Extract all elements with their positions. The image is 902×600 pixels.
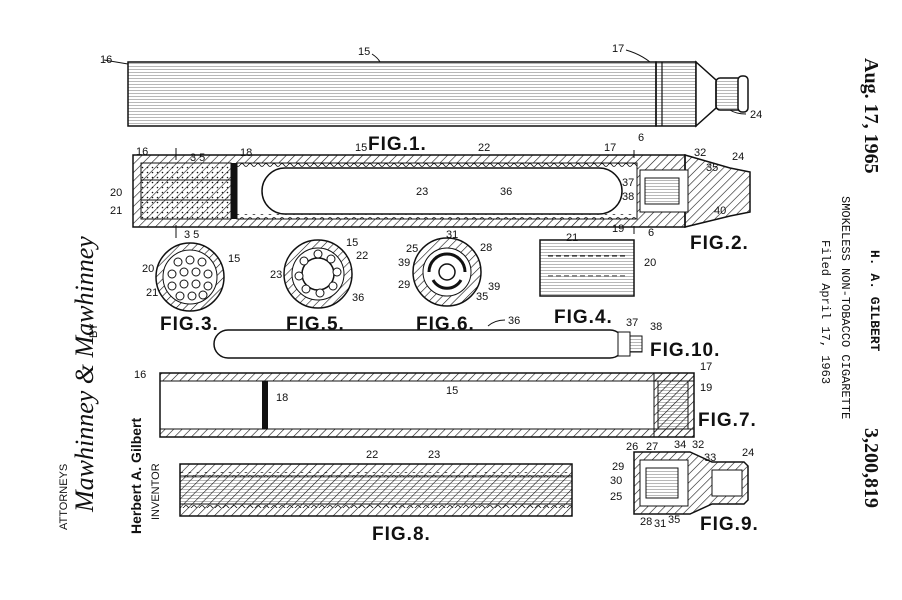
inventor-name: Herbert A. Gilbert: [128, 417, 144, 534]
ref-21-fig4: 21: [566, 232, 578, 244]
ref-35-fig2: 35: [706, 162, 718, 174]
ref-15-fig5: 15: [346, 237, 358, 249]
ref-6-top: 6: [638, 132, 644, 144]
ref-31-fig9: 31: [654, 518, 666, 530]
fig2-label: FIG.2.: [690, 233, 749, 254]
ref-17-fig7: 17: [700, 361, 712, 373]
fig7-label: FIG.7.: [698, 410, 757, 431]
inventor-line: H. A. GILBERT: [867, 250, 882, 352]
ref-6-bottom: 6: [648, 227, 654, 239]
ref-25-fig6: 25: [406, 243, 418, 255]
fig3-drawing: [155, 242, 225, 312]
ref-23-fig8: 23: [428, 449, 440, 461]
ref-35-top: 3 5: [190, 152, 205, 164]
fig6-drawing: [412, 237, 482, 307]
ref-24-fig9: 24: [742, 447, 754, 459]
ref-37-fig10: 37: [626, 317, 638, 329]
fig4-label: FIG.4.: [554, 307, 613, 328]
ref-32-fig2: 32: [694, 147, 706, 159]
ref-18-fig7: 18: [276, 392, 288, 404]
fig4-drawing: [539, 239, 635, 297]
fig5-label: FIG.5.: [286, 314, 345, 335]
ref-28-fig9: 28: [640, 516, 652, 528]
ref-16-fig7: 16: [134, 369, 146, 381]
ref-39-fig6-left: 39: [398, 257, 410, 269]
ref-35-bottom: 3 5: [184, 229, 199, 241]
ref-28-fig6: 28: [480, 242, 492, 254]
fig2-drawing: [132, 148, 751, 238]
ref-29-fig6: 29: [398, 279, 410, 291]
fig3-label: FIG.3.: [160, 314, 219, 335]
fig7-drawing: [159, 372, 695, 438]
patent-date: Aug. 17, 1965: [860, 58, 882, 174]
ref-31-fig6: 31: [446, 229, 458, 241]
reference-numerals: 16 15 17 24 16 3 5 18 15 22 17 6 32 24 3…: [100, 43, 762, 530]
ref-35-fig9: 35: [668, 514, 680, 526]
ref-15-fig2: 15: [355, 142, 367, 154]
ref-20-fig4: 20: [644, 257, 656, 269]
ref-17-fig2: 17: [604, 142, 616, 154]
ref-16-fig2: 16: [136, 146, 148, 158]
ref-23-fig2: 23: [416, 186, 428, 198]
ref-36-fig10: 36: [508, 315, 520, 327]
ref-38-fig10: 38: [650, 321, 662, 333]
ref-15-fig1: 15: [358, 46, 370, 58]
ref-33-fig9: 33: [704, 452, 716, 464]
fig10-drawing: [213, 319, 643, 359]
ref-15-fig7: 15: [446, 385, 458, 397]
ref-36-fig2: 36: [500, 186, 512, 198]
ref-40-fig2: 40: [714, 205, 726, 217]
attorneys-signature: Mawhinney & Mawhinney: [70, 236, 99, 512]
fig9-drawing: [633, 451, 749, 515]
ref-34-fig9: 34: [674, 439, 686, 451]
fig1-drawing: [103, 49, 749, 128]
patent-number: 3,200,819: [860, 428, 882, 508]
ref-16-fig1: 16: [100, 54, 112, 66]
ref-24-fig2: 24: [732, 151, 744, 163]
ref-23-fig5: 23: [270, 269, 282, 281]
inventor-label: INVENTOR: [150, 463, 162, 520]
figure-captions: FIG.1. FIG.2. FIG.3. FIG.5. FIG.6. FIG.4…: [160, 134, 759, 545]
ref-25-fig9: 25: [610, 491, 622, 503]
fig5-drawing: [283, 239, 353, 309]
ref-38-fig2: 38: [622, 191, 634, 203]
patent-title: SMOKELESS NON-TOBACCO CIGARETTE: [838, 196, 852, 420]
ref-30-fig9: 30: [610, 475, 622, 487]
ref-22-fig2: 22: [478, 142, 490, 154]
fig10-label: FIG.10.: [650, 340, 720, 361]
ref-22-fig5: 22: [356, 250, 368, 262]
ref-17-fig1: 17: [612, 43, 624, 55]
fig6-label: FIG.6.: [416, 314, 475, 335]
ref-37-fig2: 37: [622, 177, 634, 189]
ref-24-fig1: 24: [750, 109, 762, 121]
fig1-label: FIG.1.: [368, 134, 427, 155]
ref-27-fig9: 27: [646, 441, 658, 453]
ref-35-fig6: 35: [476, 291, 488, 303]
ref-21-fig3: 21: [146, 287, 158, 299]
ref-20-fig2: 20: [110, 187, 122, 199]
fig8-drawing: [179, 463, 573, 517]
attorneys-label: ATTORNEYS: [58, 463, 70, 530]
ref-20-fig3: 20: [142, 263, 154, 275]
ref-22-fig8: 22: [366, 449, 378, 461]
fig9-label: FIG.9.: [700, 514, 759, 535]
ref-36-fig5: 36: [352, 292, 364, 304]
ref-19-fig7: 19: [700, 382, 712, 394]
ref-39-fig6-right: 39: [488, 281, 500, 293]
fig8-label: FIG.8.: [372, 524, 431, 545]
ref-21-fig2: 21: [110, 205, 122, 217]
ref-15-fig3: 15: [228, 253, 240, 265]
ref-29-fig9: 29: [612, 461, 624, 473]
ref-18-fig2: 18: [240, 147, 252, 159]
ref-19-fig2: 19: [612, 223, 624, 235]
ref-32-fig9: 32: [692, 439, 704, 451]
filed-date: Filed April 17, 1963: [818, 240, 832, 385]
ref-26-fig9: 26: [626, 441, 638, 453]
